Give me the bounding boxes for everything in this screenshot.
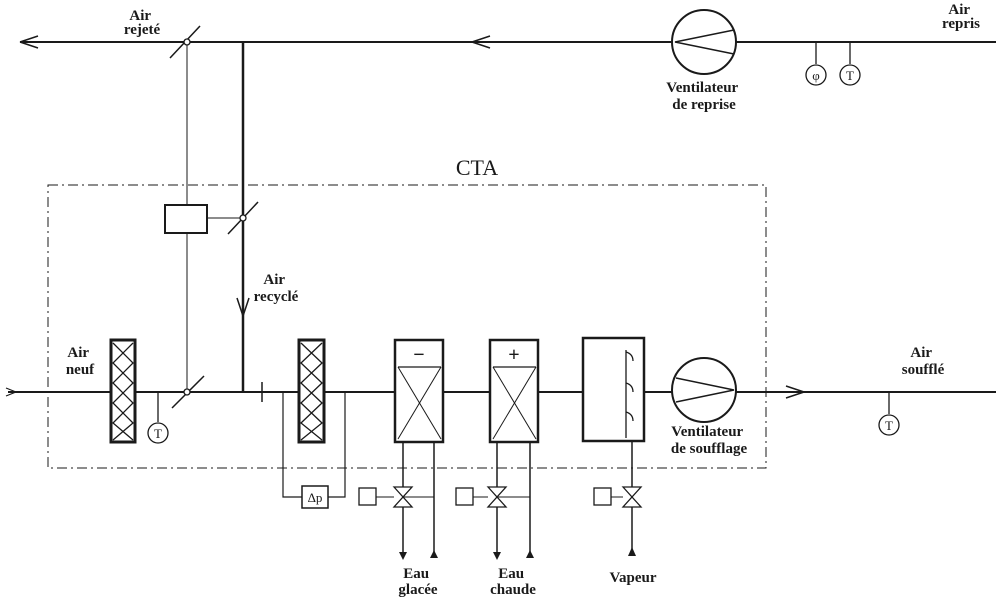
return-flow-arrow (471, 35, 491, 49)
chilled-water-valve-actuator (358, 487, 377, 506)
humidity-symbol: φ (812, 68, 820, 83)
label-ventilateur-reprise: Ventilateur de reprise (666, 80, 741, 113)
label-eau-chaude: Eau chaude (490, 566, 536, 598)
temperature-symbol: T (154, 426, 162, 441)
chilled-water-circuit (358, 442, 438, 560)
hot-water-valve (486, 486, 508, 508)
cta-title: CTA (456, 155, 498, 180)
label-ventilateur-soufflage: Ventilateur de soufflage (671, 424, 748, 457)
label-air-rejete: Air rejeté (124, 8, 161, 38)
steam-valve (621, 486, 643, 508)
label-eau-glacee: Eau glacée (398, 566, 437, 598)
cooling-coil: − (393, 338, 445, 444)
chilled-water-valve (392, 486, 414, 508)
return-temperature-sensor: T (839, 42, 861, 86)
exhaust-arrow (19, 35, 39, 49)
recycle-damper (227, 201, 259, 235)
label-air-neuf: Air neuf (66, 345, 95, 378)
heating-coil: + (488, 338, 540, 444)
delta-p-symbol: Δp (308, 490, 323, 505)
temperature-symbol: T (885, 418, 893, 433)
supply-flow-arrow (785, 385, 805, 399)
cooling-symbol: − (413, 344, 424, 366)
return-humidity-sensor: φ (805, 42, 827, 86)
steam-circuit (593, 441, 643, 556)
inlet-arrow (5, 387, 17, 397)
differential-pressure-gauge: Δp (282, 392, 346, 509)
recycle-flow-arrow (236, 297, 250, 317)
label-air-souffle: Air soufflé (902, 345, 945, 378)
supply-filter (297, 338, 326, 444)
steam-valve-actuator (593, 487, 612, 506)
temperature-symbol: T (846, 68, 854, 83)
hot-water-valve-actuator (455, 487, 474, 506)
cta-enclosure (47, 184, 767, 469)
heating-symbol: + (508, 344, 519, 366)
steam-humidifier (581, 336, 646, 443)
label-vapeur: Vapeur (610, 570, 657, 586)
damper-actuator (164, 204, 208, 234)
return-duct (19, 35, 996, 49)
fresh-air-damper (171, 375, 205, 409)
supply-fan (671, 357, 737, 423)
supply-temperature-sensor: T (878, 392, 900, 436)
fresh-air-temperature-sensor: T (147, 392, 169, 444)
damper-linkage (186, 45, 242, 389)
label-air-repris: Air repris (942, 2, 980, 32)
hot-water-circuit (455, 442, 534, 560)
fresh-air-filter (109, 338, 137, 444)
label-air-recycle: Air recyclé (254, 272, 299, 305)
return-fan (671, 9, 737, 75)
